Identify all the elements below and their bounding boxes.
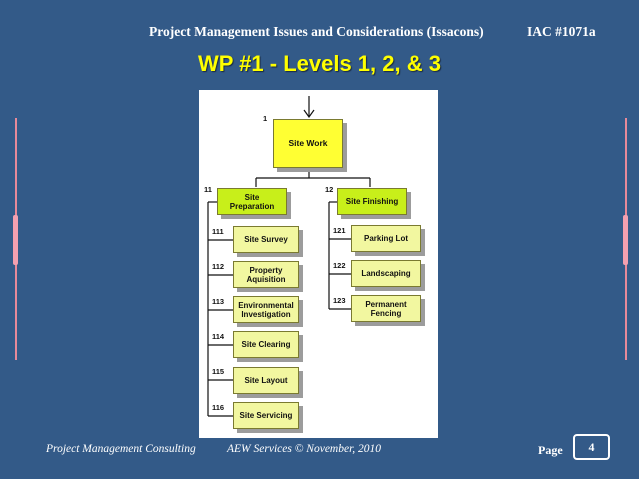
wbs-node-site-work: Site Work xyxy=(273,119,343,168)
wbs-node-site-preparation: Site Preparation xyxy=(217,188,287,215)
wbs-node-landscaping: Landscaping xyxy=(351,260,421,287)
wbs-number-112: 112 xyxy=(212,262,225,271)
wbs-node-environmental-investigation: Environmental Investigation xyxy=(233,296,299,323)
wbs-number-123: 123 xyxy=(333,296,346,305)
wbs-node-parking-lot: Parking Lot xyxy=(351,225,421,252)
left-edge-bar xyxy=(13,215,18,265)
wbs-number-11: 11 xyxy=(204,185,212,194)
page-label: Page xyxy=(538,443,563,457)
wbs-number-1: 1 xyxy=(263,114,268,123)
wbs-node-site-survey: Site Survey xyxy=(233,226,299,253)
wbs-number-12: 12 xyxy=(325,185,334,194)
wbs-number-122: 122 xyxy=(333,261,346,270)
wbs-number-115: 115 xyxy=(212,367,225,376)
wbs-node-site-servicing: Site Servicing xyxy=(233,402,299,429)
right-edge-bar xyxy=(623,215,628,265)
wbs-node-site-layout: Site Layout xyxy=(233,367,299,394)
wbs-connectors xyxy=(207,96,371,417)
page-number: 4 xyxy=(573,434,610,460)
document-code: IAC #1071a xyxy=(527,24,596,39)
wbs-node-permanent-fencing: Permanent Fencing xyxy=(351,295,421,322)
wbs-number-116: 116 xyxy=(212,403,225,412)
slide-title: WP #1 - Levels 1, 2, & 3 xyxy=(198,51,441,76)
wbs-node-site-clearing: Site Clearing xyxy=(233,331,299,358)
wbs-number-113: 113 xyxy=(212,297,225,306)
wbs-node-property-aquisition: Property Aquisition xyxy=(233,261,299,288)
wbs-number-114: 114 xyxy=(212,332,225,341)
wbs-number-111: 111 xyxy=(212,227,224,236)
wbs-diagram-panel: 1 Site Work 11 Site Preparation 12 Site … xyxy=(199,90,438,438)
wbs-number-121: 121 xyxy=(333,226,346,235)
footer-copyright: AEW Services © November, 2010 xyxy=(227,443,382,455)
header-title: Project Management Issues and Considerat… xyxy=(149,24,484,39)
wbs-node-site-finishing: Site Finishing xyxy=(337,188,407,215)
footer-company: Project Management Consulting xyxy=(46,443,196,455)
